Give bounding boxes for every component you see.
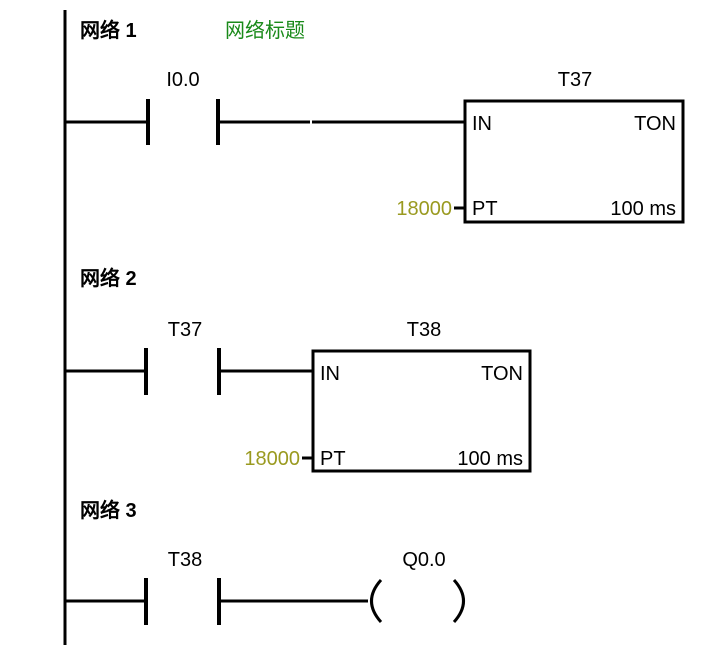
- timer-box-t38[interactable]: T38 IN TON PT 100 ms: [311, 319, 532, 473]
- output-coil-symbol[interactable]: [370, 578, 465, 624]
- preset-value[interactable]: 18000: [396, 198, 452, 220]
- contact-address: I0.0: [166, 69, 199, 91]
- network-3[interactable]: 网络 3 T38 Q0.0: [65, 498, 465, 625]
- timer-name: T37: [558, 69, 592, 91]
- network-2[interactable]: 网络 2 T37 T38 IN TON PT 100 ms 18000: [65, 266, 532, 473]
- network-1[interactable]: 网络 1 网络标题 I0.0 T37 IN TON PT 100 ms 1800…: [65, 18, 685, 224]
- network-label: 网络 3: [80, 498, 137, 522]
- pt-pin-label: PT: [472, 198, 498, 220]
- timer-name: T38: [407, 319, 441, 341]
- timer-type: TON: [634, 113, 676, 135]
- no-contact-symbol[interactable]: [144, 578, 221, 625]
- no-contact-symbol[interactable]: [144, 348, 221, 395]
- timer-resolution: 100 ms: [610, 198, 676, 220]
- timer-resolution: 100 ms: [457, 448, 523, 470]
- in-pin-label: IN: [472, 113, 492, 135]
- contact-address: T38: [168, 549, 202, 571]
- coil-address: Q0.0: [402, 549, 445, 571]
- network-title[interactable]: 网络标题: [225, 19, 305, 42]
- timer-box-t37[interactable]: T37 IN TON PT 100 ms: [463, 69, 685, 224]
- preset-value[interactable]: 18000: [244, 448, 300, 470]
- contact-address: T37: [168, 319, 202, 341]
- in-pin-label: IN: [320, 363, 340, 385]
- timer-type: TON: [481, 363, 523, 385]
- network-label: 网络 1: [80, 18, 137, 42]
- network-label: 网络 2: [80, 266, 137, 290]
- pt-pin-label: PT: [320, 448, 346, 470]
- no-contact-symbol[interactable]: [146, 99, 220, 145]
